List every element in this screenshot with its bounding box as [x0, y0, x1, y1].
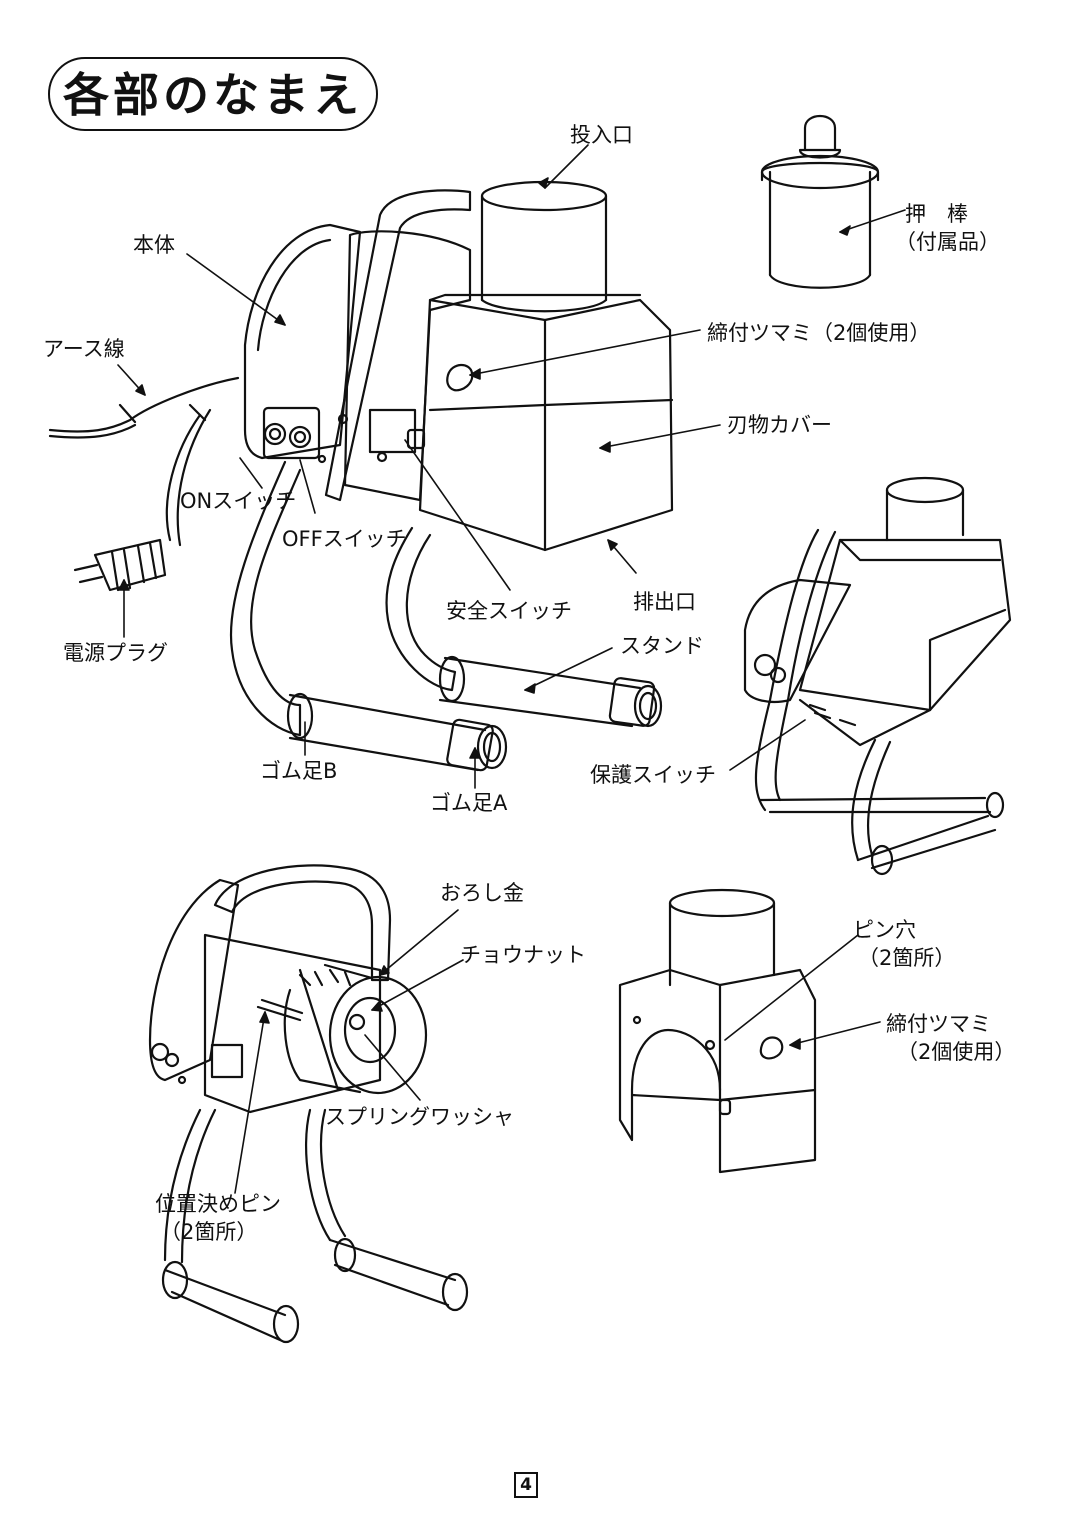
pusher-drawing [760, 114, 880, 289]
label-pin-hole-line2: （2箇所） [858, 946, 956, 970]
stand-leg-right [385, 526, 457, 692]
label-pin-hole-line1: ピン穴 [853, 918, 916, 942]
foot-tube-rear [438, 656, 642, 728]
label-power-plug: 電源プラグ [63, 641, 168, 665]
positioning-pin [256, 998, 304, 1022]
cover-detail-knob [759, 1036, 784, 1060]
label-knob2-line2: （2個使用） [897, 1040, 1016, 1064]
label-pusher-line1: 押 棒 [905, 202, 968, 226]
label-pusher-line2: （付属品） [895, 230, 1000, 254]
label-safety-switch: 安全スイッチ [446, 599, 572, 623]
label-position-pin-line2: （2箇所） [160, 1220, 258, 1244]
label-spring-washer: スプリングワッシャ [325, 1105, 514, 1129]
blade-cover-block [418, 298, 674, 552]
blade-cover-detail-drawing [618, 888, 817, 1174]
label-rubber-foot-a: ゴム足A [430, 791, 508, 815]
label-protect-switch: 保護スイッチ [590, 763, 716, 787]
label-body: 本体 [133, 233, 175, 257]
label-off-switch: OFFスイッチ [282, 527, 407, 551]
grater-leg-right [304, 1108, 347, 1242]
label-knob-main: 締付ツマミ（2個使用） [707, 321, 931, 345]
grater-view-drawing [148, 864, 469, 1344]
grater-housing [203, 933, 382, 1114]
section-title-frame: 各部のなまえ [48, 57, 378, 131]
page-number: 4 [514, 1472, 538, 1498]
power-cord [48, 376, 240, 547]
leader-lines [117, 144, 906, 1194]
label-position-pin-line1: 位置決めピン [155, 1192, 281, 1216]
label-blade-cover: 刃物カバー [727, 413, 832, 437]
label-stand: スタンド [620, 634, 704, 658]
main-machine-drawing [48, 180, 674, 772]
knob-main [446, 363, 474, 392]
stand-tube-rear [324, 189, 472, 502]
label-rubber-foot-b: ゴム足B [260, 759, 338, 783]
label-grater: おろし金 [440, 881, 524, 905]
label-on-switch: ONスイッチ [180, 489, 297, 513]
grater-stand-arch [213, 864, 392, 982]
rear-view-cover [743, 578, 852, 704]
label-knob2-line1: 締付ツマミ [886, 1012, 991, 1036]
grater-leg-left [163, 1108, 217, 1264]
rear-view-body [798, 538, 1012, 712]
grater-drum-front [328, 975, 428, 1095]
section-title: 各部のなまえ [63, 68, 363, 122]
main-housing [343, 230, 472, 502]
label-earth-wire: アース線 [43, 337, 125, 361]
label-wing-nut: チョウナット [460, 943, 586, 967]
label-outlet: 排出口 [633, 590, 696, 614]
rear-view-stand [754, 528, 837, 812]
motor-side-cover [243, 223, 362, 460]
label-inlet: 投入口 [570, 123, 633, 147]
rear-view-machine-drawing [743, 476, 1012, 876]
cover-detail-body [618, 968, 817, 1174]
grater-side-cover [148, 878, 240, 1082]
stand-leg-left [229, 460, 302, 737]
